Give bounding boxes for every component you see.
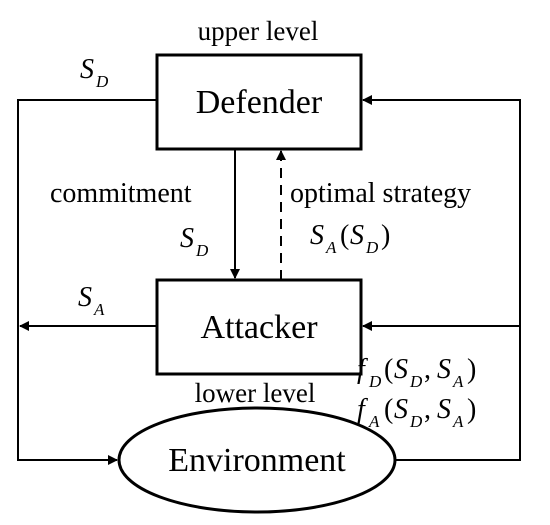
svg-text:S: S <box>180 223 194 254</box>
svg-text:f: f <box>357 354 368 385</box>
attacker-label: Attacker <box>200 309 318 346</box>
svg-text:A: A <box>452 412 464 431</box>
svg-text:D: D <box>195 241 209 260</box>
svg-text:D: D <box>409 412 423 431</box>
attacker-strategy-sa-label: S A <box>78 282 105 319</box>
svg-text:): ) <box>381 220 390 251</box>
svg-text:D: D <box>95 72 109 91</box>
svg-text:(: ( <box>340 220 349 251</box>
optimal-strategy-label: optimal strategy <box>290 178 471 209</box>
defender-label: Defender <box>196 84 323 121</box>
svg-text:S: S <box>78 282 92 313</box>
optimal-strategy-formula: S A ( S D ) <box>310 220 390 257</box>
defender-to-environment-line <box>17 99 157 465</box>
svg-text:,: , <box>424 354 431 385</box>
svg-text:S: S <box>80 54 94 85</box>
svg-text:A: A <box>325 238 337 257</box>
commitment-sd-formula: S D <box>180 223 209 260</box>
svg-text:(: ( <box>384 394 393 425</box>
defender-box <box>155 53 363 151</box>
environment-label: Environment <box>168 442 346 479</box>
svg-text:S: S <box>350 220 364 251</box>
svg-text:S: S <box>437 354 451 385</box>
svg-text:S: S <box>310 220 324 251</box>
svg-text:(: ( <box>384 354 393 385</box>
svg-text:A: A <box>93 300 105 319</box>
attacker-payoff-formula: f A ( S D , S A ) <box>357 394 476 431</box>
svg-text:D: D <box>368 372 382 391</box>
svg-text:): ) <box>467 354 476 385</box>
svg-text:S: S <box>394 394 408 425</box>
environment-feedback-line <box>362 95 521 461</box>
svg-text:,: , <box>424 394 431 425</box>
svg-text:f: f <box>357 394 368 425</box>
commitment-label: commitment <box>50 178 192 209</box>
svg-text:D: D <box>365 238 379 257</box>
svg-text:): ) <box>467 394 476 425</box>
svg-text:S: S <box>394 354 408 385</box>
svg-text:A: A <box>452 372 464 391</box>
defender-strategy-sd-label: S D <box>80 54 109 91</box>
svg-text:D: D <box>409 372 423 391</box>
svg-text:S: S <box>437 394 451 425</box>
defender-payoff-formula: f D ( S D , S A ) <box>357 354 476 391</box>
svg-text:A: A <box>368 412 380 431</box>
lower-level-label: lower level <box>195 378 316 408</box>
upper-level-label: upper level <box>198 16 319 46</box>
